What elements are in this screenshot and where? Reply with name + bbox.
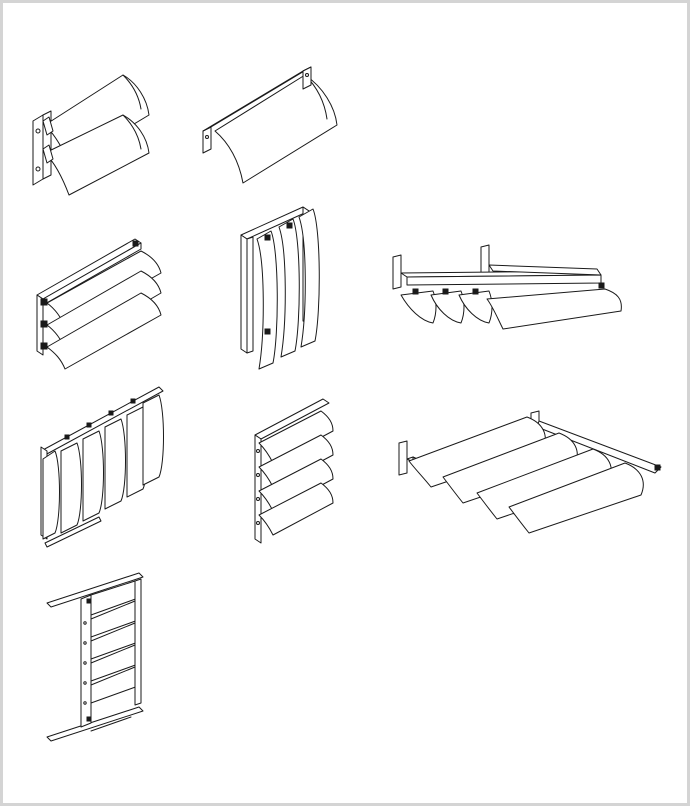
vertical-blades-on-rail xyxy=(40,386,164,548)
louver-drawings-canvas xyxy=(32,66,662,742)
stacked-louver-panel xyxy=(254,398,334,544)
horizontal-sunshade-on-beam xyxy=(398,410,662,534)
single-blade-wall-louver xyxy=(202,66,338,184)
sliding-louver-panel xyxy=(46,572,144,742)
horizontal-louver-array-wall xyxy=(36,238,162,370)
vertical-blade-frame xyxy=(240,206,320,370)
double-blade-wall-louver xyxy=(32,74,150,196)
horizontal-sunshade-bracketed xyxy=(392,244,622,330)
